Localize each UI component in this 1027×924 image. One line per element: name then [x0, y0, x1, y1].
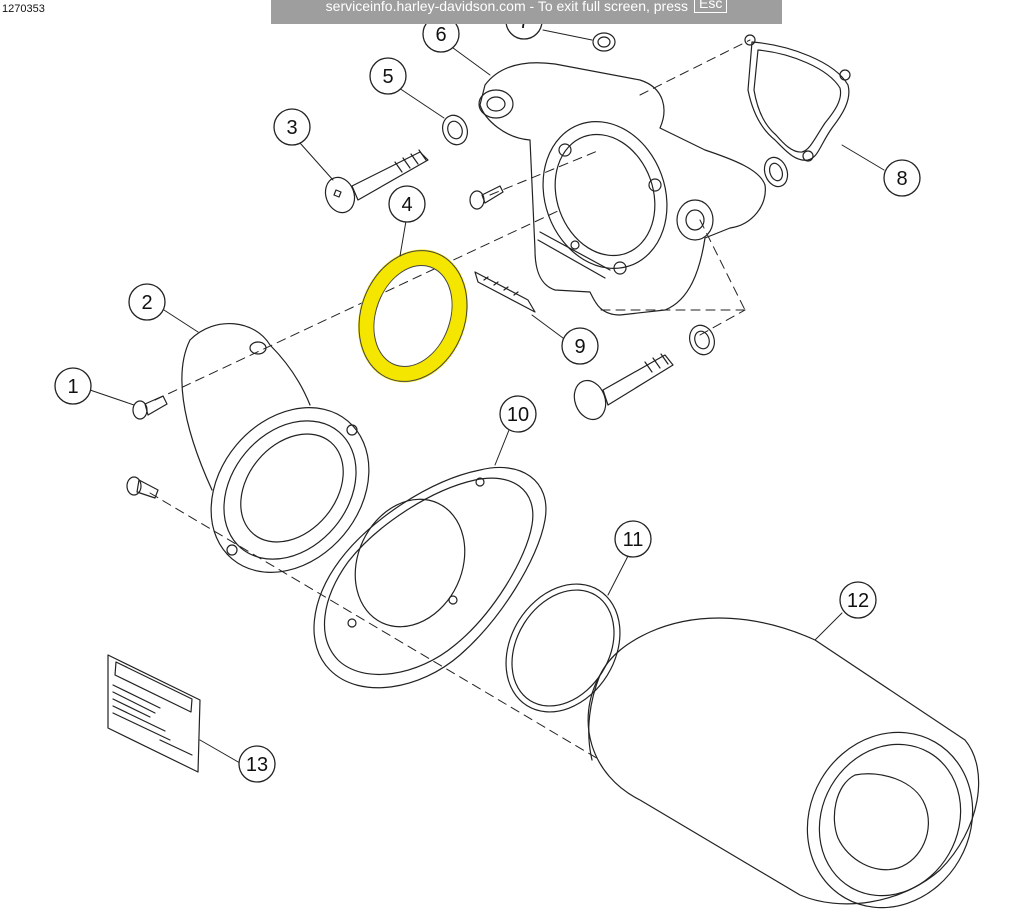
- part-6-backplate: [478, 62, 766, 316]
- svg-text:8: 8: [896, 168, 907, 190]
- callout-labels: 1 2 3 4 5 6 7 8 9 10 11 12 13: [54, 2, 921, 783]
- part-13-warning-label: [107, 654, 201, 773]
- svg-text:13: 13: [246, 754, 268, 776]
- part-8-gasket: [744, 34, 851, 162]
- figure-id: 1270353: [2, 3, 45, 15]
- washer-right-upper: [763, 156, 789, 188]
- svg-text:11: 11: [623, 529, 644, 551]
- assembly-guide-lines: [149, 39, 751, 761]
- callout-10: 10: [499, 395, 537, 433]
- part-7-washer: [592, 32, 616, 52]
- callout-leaders: [89, 29, 885, 764]
- breather-bolt-lower: [573, 353, 674, 421]
- callout-13: 13: [238, 745, 276, 783]
- part-1-screws: [126, 395, 168, 499]
- svg-text:1: 1: [67, 376, 78, 398]
- callout-3: 3: [273, 108, 311, 146]
- callout-1: 1: [54, 367, 92, 405]
- part-5-washer: [442, 114, 468, 146]
- callout-8: 8: [883, 159, 921, 197]
- fullscreen-banner: serviceinfo.harley-davidson.com - To exi…: [271, 0, 782, 24]
- part-3-breather-bolt: [324, 149, 429, 214]
- svg-text:4: 4: [401, 194, 412, 216]
- callout-4: 4: [388, 185, 426, 223]
- fullscreen-banner-text: serviceinfo.harley-davidson.com - To exi…: [325, 0, 688, 14]
- svg-text:12: 12: [847, 590, 869, 612]
- callout-2: 2: [128, 283, 166, 321]
- svg-text:6: 6: [435, 24, 446, 46]
- svg-text:9: 9: [574, 336, 585, 358]
- part-12-filter-element: [587, 617, 980, 909]
- svg-text:3: 3: [286, 117, 297, 139]
- part-10-backing-plate: [313, 466, 547, 689]
- washer-right-lower: [689, 324, 715, 356]
- svg-text:5: 5: [382, 66, 393, 88]
- part-9-insert: [474, 271, 536, 313]
- part-11-seal-ring: [505, 583, 621, 713]
- callout-11: 11: [614, 520, 652, 558]
- callout-6: 6: [422, 15, 460, 53]
- part-4-gasket-highlighted: [357, 249, 469, 383]
- svg-text:2: 2: [141, 292, 152, 314]
- callout-5: 5: [369, 57, 407, 95]
- esc-key-hint: Esc: [694, 0, 728, 13]
- callout-12: 12: [839, 581, 877, 619]
- callout-9: 9: [561, 327, 599, 365]
- screw-backplate: [469, 185, 504, 210]
- svg-text:10: 10: [507, 404, 529, 426]
- part-2-intake-elbow: [181, 322, 370, 573]
